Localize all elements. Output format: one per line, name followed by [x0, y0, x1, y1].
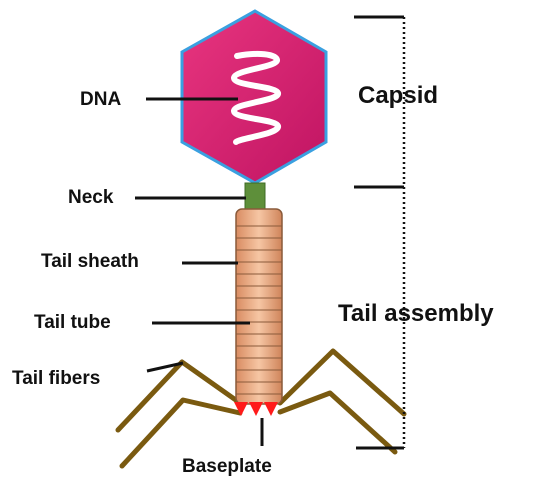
tail-fiber-left-upper — [118, 362, 240, 430]
capsid-head — [182, 11, 326, 183]
label-tail-tube: Tail tube — [34, 313, 111, 332]
label-tail-fibers: Tail fibers — [12, 369, 100, 388]
label-tail-sheath: Tail sheath — [41, 252, 139, 271]
capsid-hexagon — [182, 11, 326, 183]
baseplate-teeth — [234, 402, 278, 416]
tail-fiber-right-lower — [280, 393, 395, 452]
neck — [245, 183, 265, 209]
label-capsid: Capsid — [358, 84, 438, 108]
label-tail-assembly: Tail assembly — [338, 302, 494, 326]
tail-sheath — [236, 209, 282, 404]
label-baseplate: Baseplate — [182, 457, 272, 476]
label-neck: Neck — [68, 188, 113, 207]
label-dna: DNA — [80, 90, 121, 109]
